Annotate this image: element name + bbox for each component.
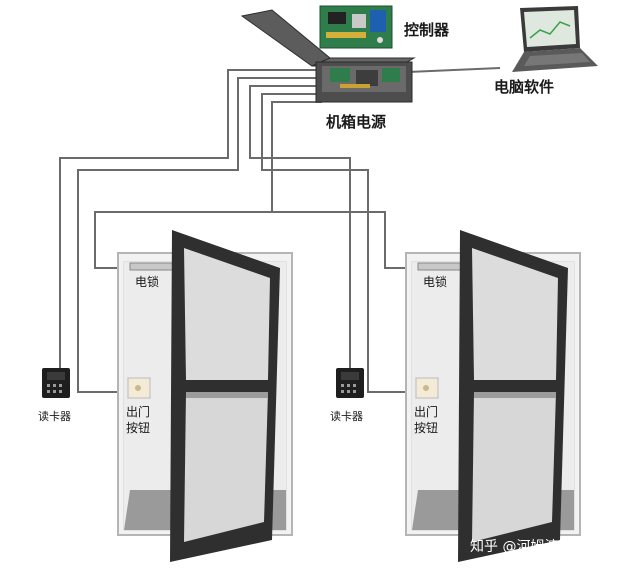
reader-label-right: 读卡器 — [330, 409, 363, 423]
right-door-assembly — [405, 230, 581, 562]
wire-a — [59, 69, 322, 370]
exit-label-left-2: 按钮 — [126, 420, 150, 435]
exit-label-right-2: 按钮 — [414, 420, 438, 435]
network-cable — [407, 67, 501, 73]
watermark-text: 知乎 @河姆渡-琛 — [470, 538, 578, 555]
exit-label-right-1: 出门 — [414, 404, 438, 419]
exit-label-left-1: 出门 — [126, 404, 150, 419]
controller-label: 控制器 — [404, 21, 450, 39]
card-reader-left-icon — [42, 368, 70, 398]
reader-label-left: 读卡器 — [38, 409, 71, 423]
wire-b — [77, 77, 322, 393]
software-label: 电脑软件 — [494, 78, 554, 96]
wire-c — [249, 85, 351, 370]
laptop-icon — [512, 6, 598, 72]
wire-d — [261, 93, 416, 393]
controller-board — [319, 5, 393, 49]
lock-label-right: 电锁 — [423, 274, 447, 289]
wiring — [59, 67, 501, 393]
lock-label-left: 电锁 — [135, 274, 159, 289]
card-reader-right-icon — [336, 368, 364, 398]
left-door-assembly — [117, 230, 293, 562]
wire-e — [94, 101, 322, 269]
wire-f — [272, 211, 416, 269]
psu-label: 机箱电源 — [326, 113, 386, 131]
power-enclosure — [240, 9, 416, 103]
